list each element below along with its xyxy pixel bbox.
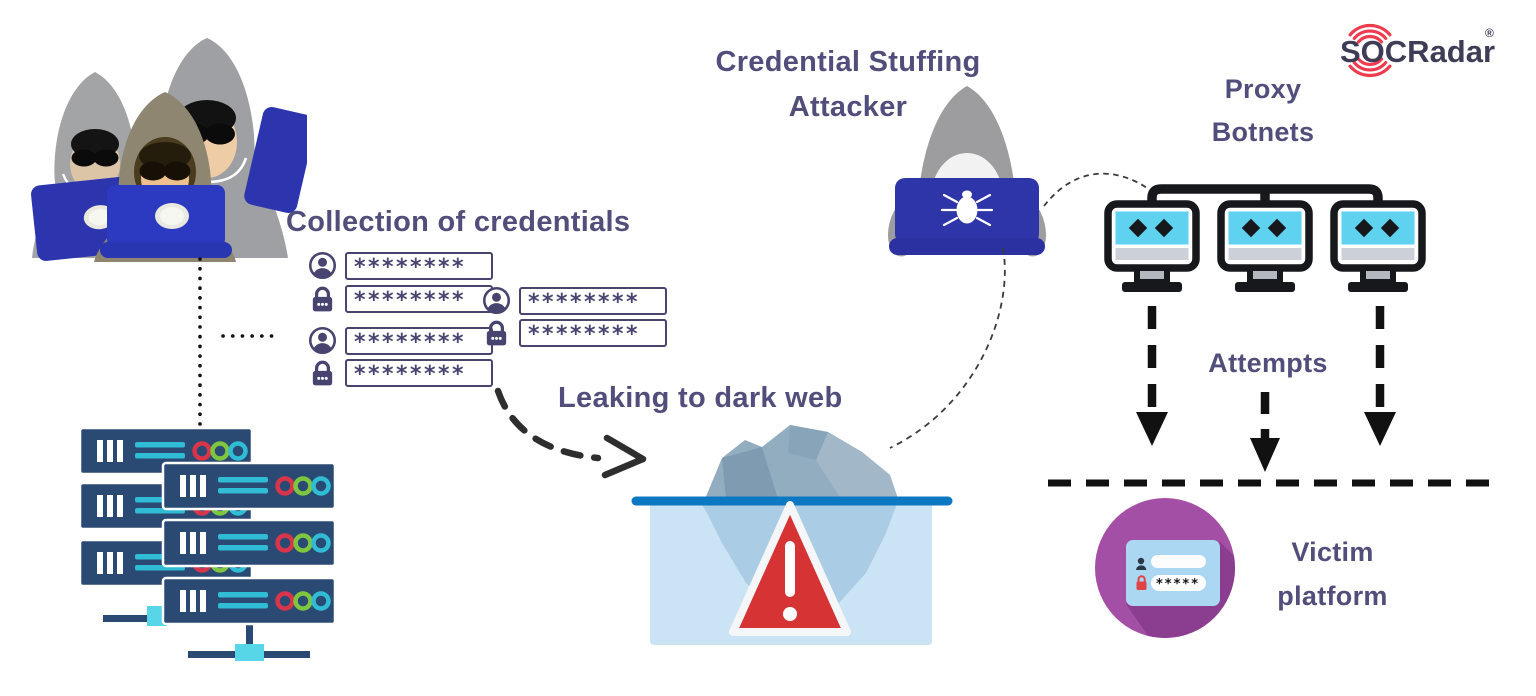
socradar-logo-icon: SOCRadar ® (1340, 24, 1495, 77)
password-masked-field: ******** (519, 318, 667, 347)
user-icon (308, 251, 337, 280)
server-unit (163, 578, 335, 624)
attempt-arrow-left (1136, 306, 1168, 446)
lock-icon (486, 320, 507, 346)
warning-icon (729, 501, 851, 636)
password-masked-field: ******** (345, 358, 493, 387)
brand-name: SOCRadar (1340, 34, 1495, 69)
proxy-title-line1: Proxy (1224, 74, 1302, 104)
bot-computer-icon (1108, 204, 1196, 292)
victim-title: Victim platform (1250, 530, 1415, 618)
laptop-icon (244, 107, 307, 213)
brand-logo: SOCRadar ® (1332, 12, 1522, 83)
username-masked-field: ******** (345, 326, 493, 355)
proxy-botnet-icon (1100, 184, 1432, 300)
victim-title-line1: Victim (1291, 537, 1374, 567)
login-card-icon: ***** (1126, 540, 1220, 606)
credential-password-row: ******** (308, 358, 493, 387)
username-masked-field: ******** (345, 251, 493, 280)
credential-username-row: ******** (308, 251, 493, 280)
card-lock-icon (1136, 575, 1147, 590)
radar-waves-icon (1348, 24, 1392, 77)
attacker-title: Credential Stuffing Attacker (668, 40, 1028, 130)
credential-username-row: ******** (308, 326, 493, 355)
attacker-hacker-icon (887, 86, 1047, 257)
hacker-front-icon (94, 92, 236, 262)
username-masked-field: ******** (519, 286, 667, 315)
card-password-mask: ***** (1156, 577, 1200, 592)
leaking-title: Leaking to dark web (558, 382, 843, 414)
attempts-label: Attempts (1208, 348, 1328, 378)
bot-computer-icon (1221, 204, 1309, 292)
password-masked-field: ******** (345, 284, 493, 313)
laptop-icon (100, 185, 232, 258)
attempt-arrow-middle (1250, 392, 1280, 472)
lock-icon (312, 286, 333, 312)
proxy-title-line2: Botnets (1211, 117, 1315, 147)
attacker-laptop-icon (889, 178, 1045, 255)
user-icon (308, 326, 337, 355)
user-icon (482, 286, 511, 315)
collection-title: Collection of credentials (286, 206, 631, 238)
attempt-arrow-right (1364, 306, 1396, 446)
bug-icon (940, 190, 994, 227)
server-stack-icon (75, 420, 345, 661)
card-user-icon (1136, 557, 1147, 570)
credential-password-row: ******** (308, 284, 493, 313)
victim-platform-icon: ***** (1095, 498, 1235, 638)
server-unit (163, 463, 335, 509)
server-unit (163, 520, 335, 566)
iceberg-above-water (705, 425, 898, 499)
bot-computer-icon (1334, 204, 1422, 292)
attacker-title-line2: Attacker (788, 91, 908, 123)
server-network-lines (103, 606, 310, 661)
lock-icon (312, 360, 333, 386)
attacker-title-line1: Credential Stuffing (715, 46, 981, 78)
victim-title-line2: platform (1277, 581, 1388, 611)
proxy-title: Proxy Botnets (1163, 68, 1363, 154)
dark-web-iceberg-icon (631, 425, 953, 645)
credential-password-row: ******** (482, 318, 667, 347)
credential-username-row: ******** (482, 286, 667, 315)
hacker-group-icon (31, 38, 307, 262)
registered-mark: ® (1485, 26, 1494, 40)
